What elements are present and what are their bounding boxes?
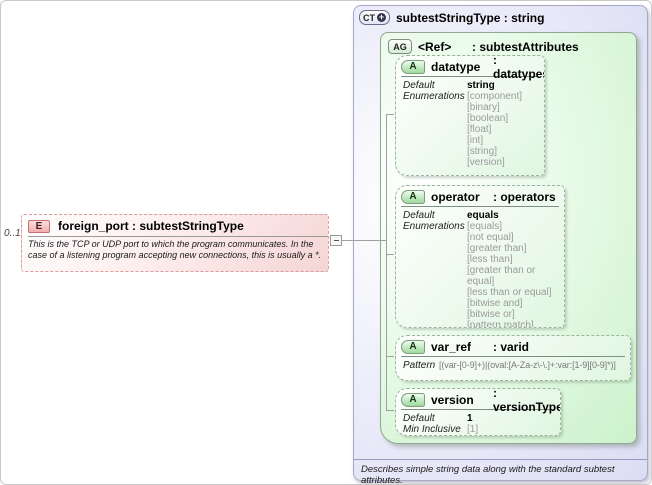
connector-line (387, 254, 394, 255)
collapse-toggle[interactable] (330, 235, 342, 246)
attribute-type: : datatypes (493, 55, 545, 81)
attribute-icon: A (401, 189, 425, 204)
facet-label: Pattern (403, 360, 436, 371)
attributegroup-icon: AG (388, 39, 412, 54)
facet-label (403, 146, 467, 157)
facet-label (403, 287, 467, 298)
element-icon: E (28, 219, 50, 233)
complextype-box-subtestStringType[interactable]: CT + subtestStringType : string AG <Ref>… (353, 5, 648, 484)
attribute-icon: A (401, 59, 425, 74)
facet-value: [component] (467, 91, 523, 102)
facet-label (403, 113, 467, 124)
attributegroup-box-subtestAttributes[interactable]: AG <Ref> : subtestAttributes A datatype … (380, 32, 637, 444)
element-foreign-port[interactable]: E foreign_port : subtestStringType This … (21, 214, 329, 272)
facet-label (403, 309, 467, 320)
facet-value: [bitwise and] (467, 298, 523, 309)
connector-line (387, 410, 394, 411)
facet-value: [not equal] (467, 232, 514, 243)
attribute-name: operator (431, 189, 480, 204)
attribute-header: A var_ref : varid (396, 336, 630, 356)
facet-label (403, 265, 467, 287)
facets-table: Default equals Enumerations[equals] [not … (401, 206, 559, 328)
facet-label (403, 102, 467, 113)
complextype-icon: CT + (359, 10, 390, 25)
attribute-type: : operators (493, 189, 556, 204)
attribute-header: A datatype : datatypes (396, 56, 544, 81)
element-annotation-line: case of a listening program accepting ne… (28, 250, 322, 260)
facet-value: 1 (467, 413, 473, 424)
expand-plus-icon: + (377, 12, 386, 22)
cardinality-label: 0..1 (4, 228, 21, 239)
facet-label (403, 157, 467, 168)
complextype-icon-label: CT (363, 12, 375, 23)
minus-icon (333, 240, 339, 241)
facet-value: [int] (467, 135, 484, 146)
connector-line (342, 240, 386, 241)
attributegroup-header: AG <Ref> : subtestAttributes (388, 39, 579, 54)
attribute-type: : versionType (493, 388, 561, 414)
facet-value: [equals] (467, 221, 503, 232)
facet-value: [greater than or equal] (467, 265, 536, 287)
facet-label: Enumerations (403, 221, 465, 232)
element-header: E foreign_port : subtestStringType (22, 215, 328, 235)
element-annotation: This is the TCP or UDP port to which the… (22, 239, 328, 261)
facet-label: Min Inclusive (403, 424, 461, 435)
attributegroup-name: <Ref> (418, 39, 452, 54)
complextype-annotation: Describes simple string data along with … (354, 459, 647, 484)
facet-label: Default (403, 80, 435, 91)
facet-value: [version] (467, 157, 505, 168)
connector-line (386, 114, 387, 411)
facet-label (403, 135, 467, 146)
facet-value: [1] (467, 424, 479, 435)
facets-table: Default string Enumerations[component] [b… (401, 76, 539, 168)
facet-value: [binary] (467, 102, 500, 113)
facet-value: [(var-[0-9]+)|(oval:[A-Za-z\-\.]+:var:[1… (439, 360, 616, 370)
element-annotation-line: This is the TCP or UDP port to which the… (28, 239, 314, 249)
element-separator (28, 236, 328, 237)
attribute-name: var_ref (431, 339, 472, 354)
attribute-box-version[interactable]: A version : versionType Default 1 Min Inc… (395, 388, 561, 436)
facet-value: [string] (467, 146, 498, 157)
facet-label (403, 124, 467, 135)
facets-table: Default 1 Min Inclusive [1] (401, 409, 555, 435)
facet-label: Enumerations (403, 91, 465, 102)
facet-value: [boolean] (467, 113, 509, 124)
attribute-icon: A (401, 392, 425, 407)
attribute-type: : varid (493, 339, 530, 354)
facet-label (403, 254, 467, 265)
element-title: foreign_port : subtestStringType (58, 219, 244, 233)
facet-value: string (467, 80, 495, 91)
facet-value: [greater than] (467, 243, 527, 254)
attribute-box-datatype[interactable]: A datatype : datatypes Default string Enu… (395, 55, 545, 176)
attribute-icon: A (401, 339, 425, 354)
facet-label (403, 243, 467, 254)
attribute-box-operator[interactable]: A operator : operators Default equals Enu… (395, 185, 565, 328)
facet-label: Default (403, 413, 435, 424)
facet-label: Default (403, 210, 435, 221)
facet-value: [less than] (467, 254, 513, 265)
connector-line (387, 114, 394, 115)
connector-line (387, 356, 394, 357)
facets-table: Pattern[(var-[0-9]+)|(oval:[A-Za-z\-\.]+… (401, 356, 625, 371)
facet-value: [bitwise or] (467, 309, 515, 320)
facet-value: [float] (467, 124, 492, 135)
attributegroup-type: : subtestAttributes (472, 39, 579, 54)
complextype-header: CT + subtestStringType : string (359, 10, 544, 25)
facet-label (403, 320, 467, 327)
complextype-title: subtestStringType : string (396, 10, 545, 25)
attribute-header: A version : versionType (396, 389, 560, 414)
attribute-name: version (431, 392, 474, 407)
facet-value: [less than or equal] (467, 287, 552, 298)
attribute-box-var-ref[interactable]: A var_ref : varid Pattern[(var-[0-9]+)|(… (395, 335, 631, 381)
attribute-name: datatype (431, 59, 481, 74)
facet-label (403, 298, 467, 309)
facet-value: [pattern match] (467, 320, 534, 328)
facet-value: equals (467, 210, 499, 221)
attribute-header: A operator : operators (396, 186, 564, 206)
facet-label (403, 232, 467, 243)
